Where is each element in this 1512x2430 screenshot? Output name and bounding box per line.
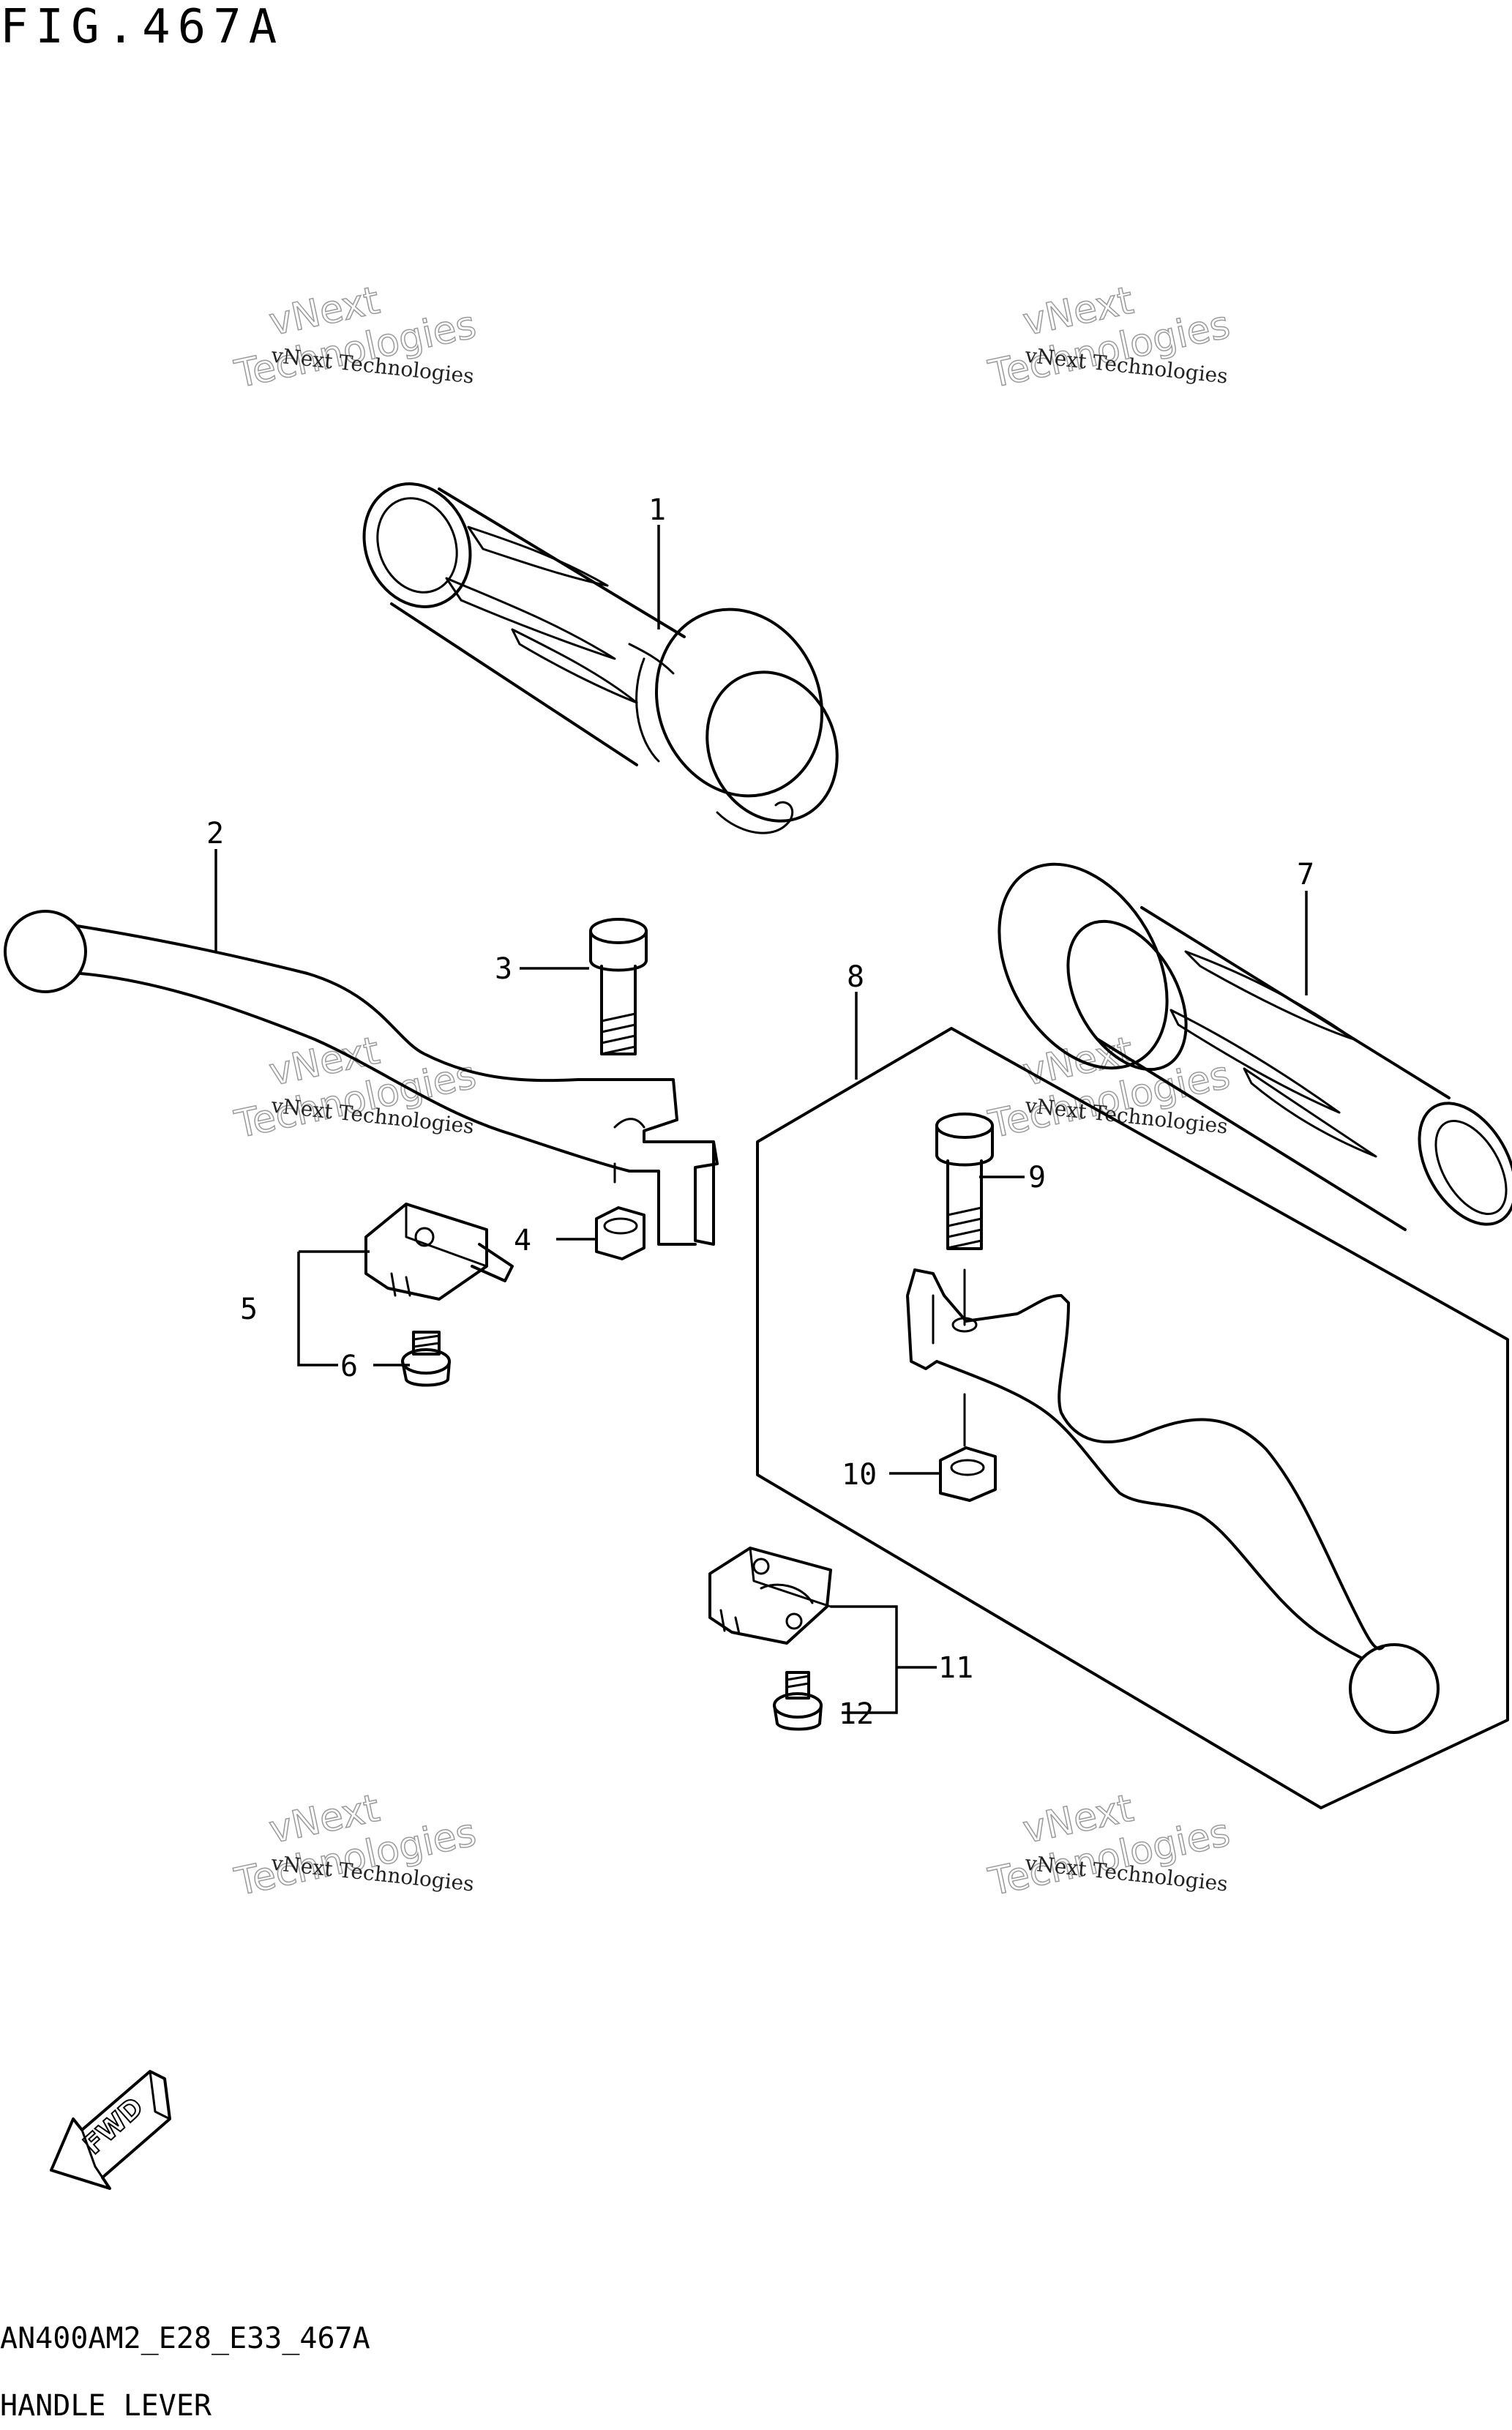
watermark-bottom-left: vNext Technologies vNext Technologies	[231, 1786, 481, 1905]
callout-10: 10	[842, 1458, 877, 1492]
watermark-bottom-right: vNext Technologies vNext Technologies	[984, 1786, 1235, 1905]
callout-11: 11	[938, 1651, 973, 1685]
nut-10	[939, 1446, 997, 1502]
bolt-3	[589, 918, 648, 1055]
callout-1: 1	[648, 493, 666, 527]
kit-boundary-8	[756, 1027, 1509, 1809]
lever-right	[906, 1268, 1440, 1734]
callout-labels: 1 2 3 4 5 6 7 8 9 10 11 12	[206, 493, 1314, 1731]
nut-4	[595, 1206, 645, 1260]
callout-12: 12	[839, 1697, 874, 1731]
callout-4: 4	[514, 1224, 531, 1257]
callout-7: 7	[1297, 858, 1314, 891]
switch-5	[364, 1203, 514, 1301]
watermark-mid-right: vNext Technologies vNext Technologies	[984, 1028, 1235, 1148]
leader-lines	[214, 525, 1308, 1714]
grip-left	[362, 482, 839, 834]
switch-11	[708, 1547, 832, 1645]
callout-2: 2	[206, 817, 224, 850]
callout-5: 5	[240, 1293, 258, 1326]
callout-6: 6	[340, 1350, 358, 1383]
figure-title: FIG.467A	[0, 0, 284, 54]
callout-3: 3	[495, 952, 512, 986]
lever-left	[4, 910, 719, 1246]
watermark-top-left: vNext Technologies vNext Technologies	[231, 278, 481, 397]
watermark-mid-left: vNext Technologies vNext Technologies	[231, 1028, 481, 1148]
fwd-arrow: FWD	[50, 2070, 171, 2190]
callout-9: 9	[1028, 1161, 1046, 1195]
watermark-top-right: vNext Technologies vNext Technologies	[984, 278, 1235, 397]
grip-right	[998, 862, 1512, 1231]
screw-12	[773, 1671, 823, 1731]
figure-code: AN400AM2_E28_E33_467A	[0, 2322, 370, 2355]
screw-6	[401, 1331, 451, 1387]
bolt-9	[935, 1113, 994, 1326]
callout-8: 8	[847, 960, 864, 994]
figure-name: HANDLE LEVER	[0, 2389, 212, 2423]
